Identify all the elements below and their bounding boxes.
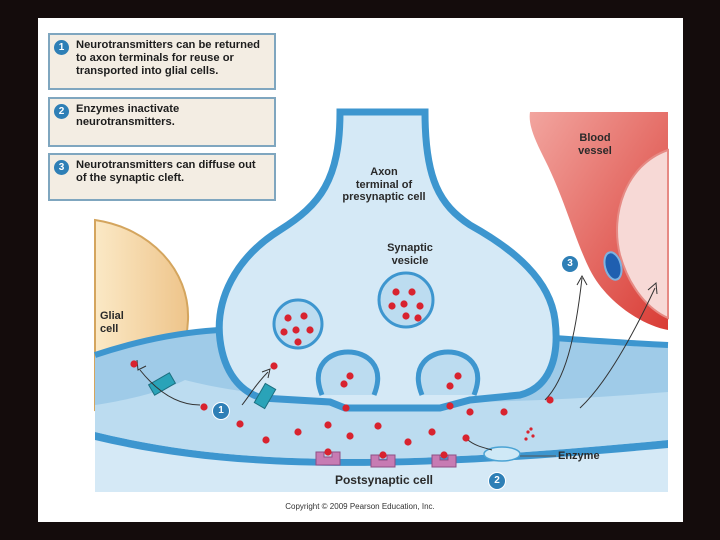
callout-3: 3 Neurotransmitters can diffuse out of t…: [48, 153, 276, 201]
axon-terminal: [215, 108, 560, 412]
vesicle: [377, 271, 435, 329]
glial-cell-label: Glial cell: [100, 310, 124, 335]
degraded-neurotransmitter: [524, 427, 535, 441]
step-number-badge: 3: [54, 160, 69, 175]
synaptic-vesicle-label: Synaptic vesicle: [387, 242, 433, 267]
neurotransmitters: [130, 288, 554, 459]
axon-terminal-label: Axon terminal of presynaptic cell: [342, 166, 426, 203]
postsynaptic-cell-label: Postsynaptic cell: [334, 473, 434, 487]
callout-text: Neurotransmitters can be returned to axo…: [76, 39, 261, 77]
callout-2: 2 Enzymes inactivate neurotransmitters.: [48, 97, 276, 147]
step-number-badge: 1: [54, 40, 69, 55]
copyright-notice: Copyright © 2009 Pearson Education, Inc.: [285, 502, 435, 511]
step-marker-2: 2: [488, 472, 506, 490]
red-blood-cell: [603, 251, 623, 281]
axon-transporter: [253, 382, 277, 410]
vesicle: [272, 298, 324, 350]
callout-1: 1 Neurotransmitters can be returned to a…: [48, 33, 276, 90]
step-number-badge: 2: [54, 104, 69, 119]
blood-vessel-label: Blood vessel: [578, 132, 612, 157]
callout-text: Enzymes inactivate neurotransmitters.: [76, 103, 180, 128]
receptors: [315, 451, 457, 468]
callout-text: Neurotransmitters can diffuse out of the…: [76, 159, 256, 184]
enzyme: [483, 446, 521, 462]
glial-transporter: [147, 372, 177, 396]
enzyme-label: Enzyme: [558, 450, 600, 462]
step-marker-3: 3: [561, 255, 579, 273]
arrows: [136, 274, 658, 451]
blood-vessel: [529, 112, 669, 330]
step-marker-1: 1: [212, 402, 230, 420]
